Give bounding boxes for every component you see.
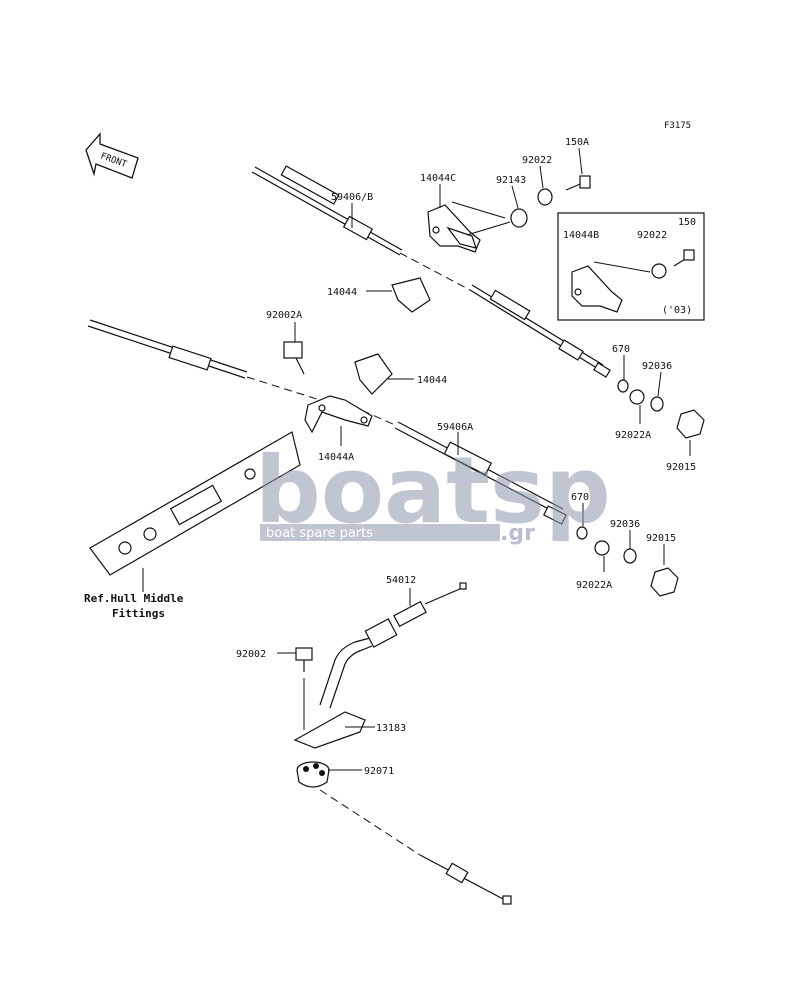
- label-59406B: 59406/B: [331, 192, 373, 203]
- washer-92022A-a: [629, 389, 645, 405]
- label-14044C: 14044C: [420, 173, 456, 184]
- leader-lines: [277, 147, 691, 771]
- inset-box: [557, 212, 705, 321]
- bolt-150: [673, 249, 695, 267]
- label-92022-top: 92022: [522, 155, 552, 166]
- nut-92015-a: [676, 409, 705, 439]
- hull-plate: [89, 431, 301, 576]
- label-92143: 92143: [496, 175, 526, 186]
- label-14044B: 14044B: [563, 230, 599, 241]
- label-59406A: 59406A: [437, 422, 473, 433]
- clip-14044-upper: [391, 277, 431, 313]
- bolt-92002: [295, 647, 313, 672]
- inset-year: ('03): [662, 305, 692, 316]
- label-92071: 92071: [364, 766, 394, 777]
- front-arrow-icon: FRONT: [85, 132, 139, 179]
- washer-92022A-b: [594, 540, 610, 556]
- oring-670-b: [576, 526, 588, 540]
- label-150A: 150A: [565, 137, 589, 148]
- label-92015-b: 92015: [646, 533, 676, 544]
- oring-670-a: [617, 379, 629, 393]
- label-14044-upper: 14044: [327, 287, 357, 298]
- label-14044-lower: 14044: [417, 375, 447, 386]
- cable-lower-left: [87, 319, 321, 401]
- cable-59406A: [349, 404, 567, 525]
- bracket-14044B: [571, 265, 623, 313]
- nut-92015-b: [650, 567, 679, 597]
- figure-code: F3175: [664, 121, 691, 131]
- washer-92022-inset: [651, 263, 667, 279]
- collar-92143: [510, 208, 528, 228]
- bracket-14044A: [304, 395, 373, 434]
- cable-54012: [319, 582, 467, 709]
- bolt-92002A: [283, 341, 305, 375]
- grommet-92071: [296, 761, 330, 788]
- watermark-logo: boatsp boat spare parts .gr: [255, 437, 611, 546]
- bolt-150A: [565, 175, 591, 191]
- lockwasher-92036-a: [650, 396, 664, 412]
- label-670-b: 670: [571, 492, 589, 503]
- bracket-14044C: [427, 204, 481, 253]
- watermark-tagline: boat spare parts: [266, 526, 373, 541]
- watermark-suffix: .gr: [500, 521, 535, 546]
- label-92022A-b: 92022A: [576, 580, 612, 591]
- label-13183: 13183: [376, 723, 406, 734]
- label-92036-b: 92036: [610, 519, 640, 530]
- label-54012: 54012: [386, 575, 416, 586]
- reference-label-line2: Fittings: [112, 607, 165, 620]
- cable-59406B: [251, 165, 611, 378]
- washer-92022-top: [537, 188, 553, 206]
- plate-13183: [293, 711, 366, 749]
- lockwasher-92036-b: [623, 548, 637, 564]
- label-92022-inset: 92022: [637, 230, 667, 241]
- label-92022A-a: 92022A: [615, 430, 651, 441]
- cable-lower-end: [319, 789, 512, 905]
- clip-14044-lower: [354, 353, 393, 395]
- label-14044A: 14044A: [318, 452, 354, 463]
- label-150: 150: [678, 217, 696, 228]
- label-92002A: 92002A: [266, 310, 302, 321]
- label-92036-a: 92036: [642, 361, 672, 372]
- label-92015-a: 92015: [666, 462, 696, 473]
- label-670-a: 670: [612, 344, 630, 355]
- reference-label-line1: Ref.Hull Middle: [84, 592, 184, 605]
- label-92002: 92002: [236, 649, 266, 660]
